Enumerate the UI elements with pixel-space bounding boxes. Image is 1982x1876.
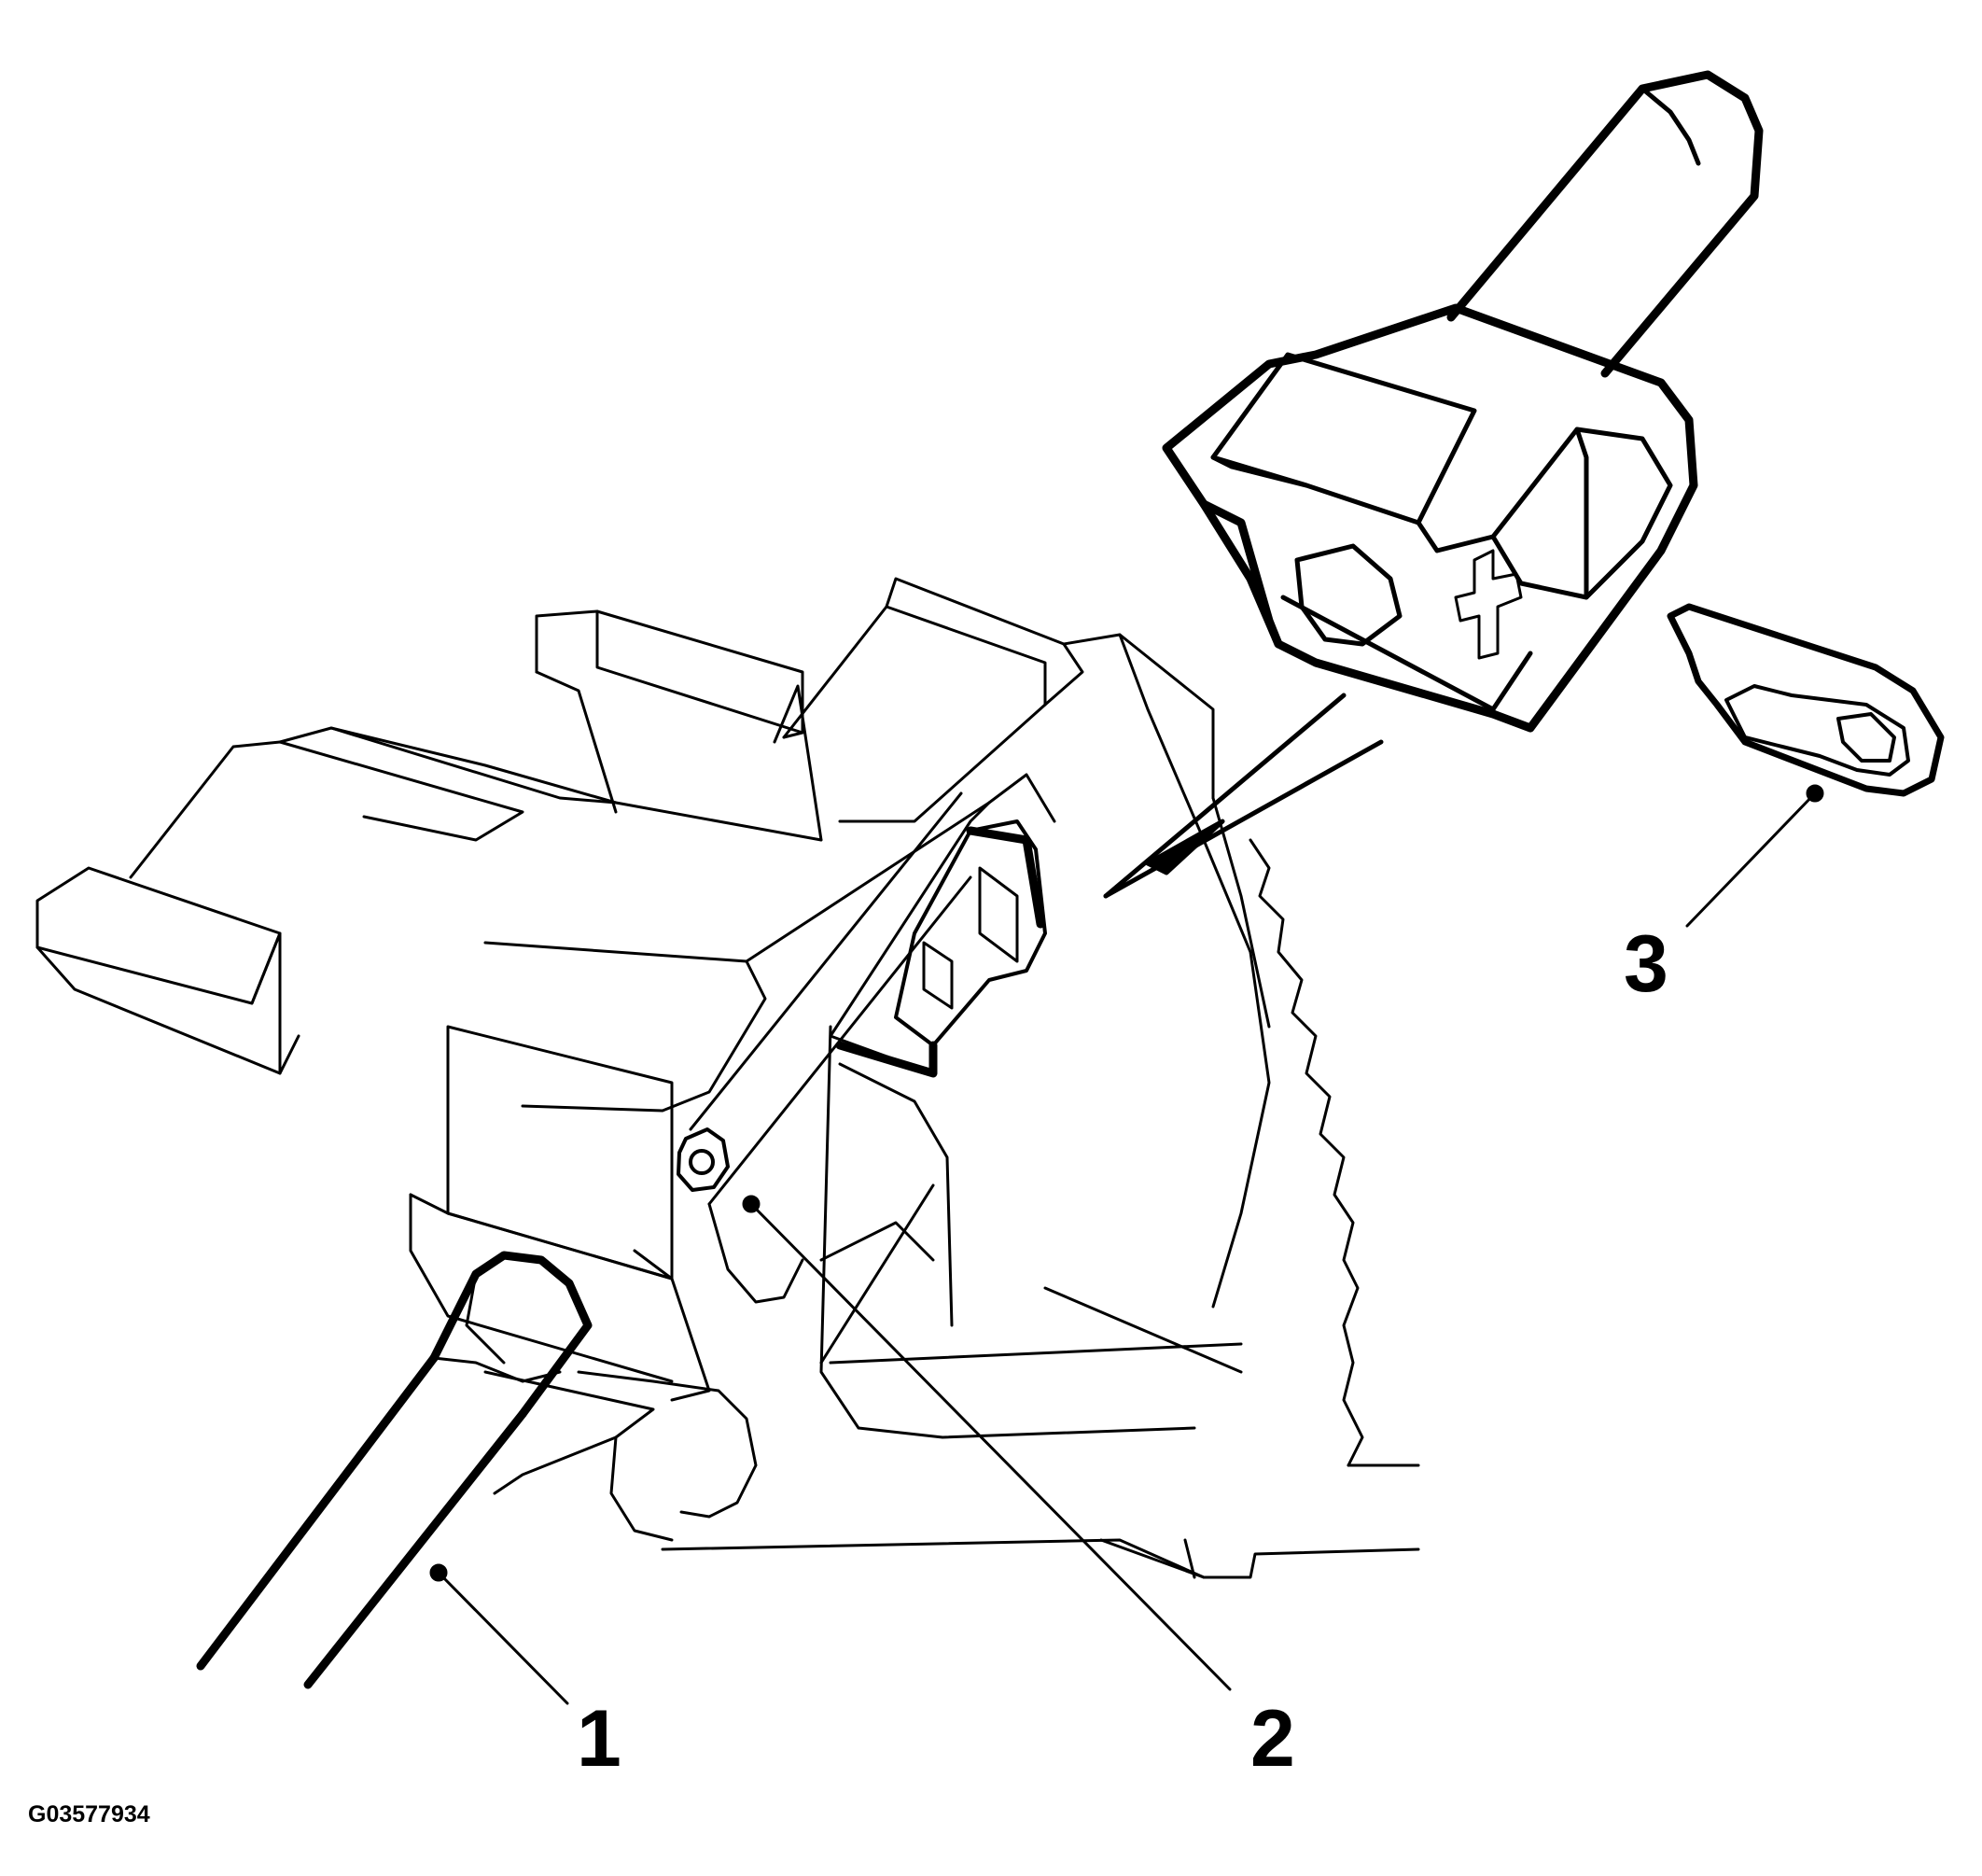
leader-line-1 (429, 1563, 569, 1705)
mounting-bolt (677, 1127, 730, 1192)
insertion-arrow (1103, 693, 1384, 899)
sensor-probe (196, 1251, 593, 1689)
callout-number-2: 2 (1250, 1694, 1295, 1784)
leader-line-3 (1685, 784, 1824, 928)
retaining-clip (1667, 603, 1945, 797)
figure-id: G03577934 (28, 1801, 150, 1827)
sensor-module-detail (1210, 86, 1701, 712)
retaining-clip-detail (1724, 684, 1910, 777)
sensor-probe-detail (432, 1272, 562, 1383)
mounted-connector (835, 819, 1047, 1078)
gear-housing (35, 577, 1420, 1579)
callout-number-1: 1 (577, 1694, 621, 1784)
leader-line-2 (742, 1195, 1232, 1691)
callout-number-3: 3 (1624, 919, 1668, 1009)
